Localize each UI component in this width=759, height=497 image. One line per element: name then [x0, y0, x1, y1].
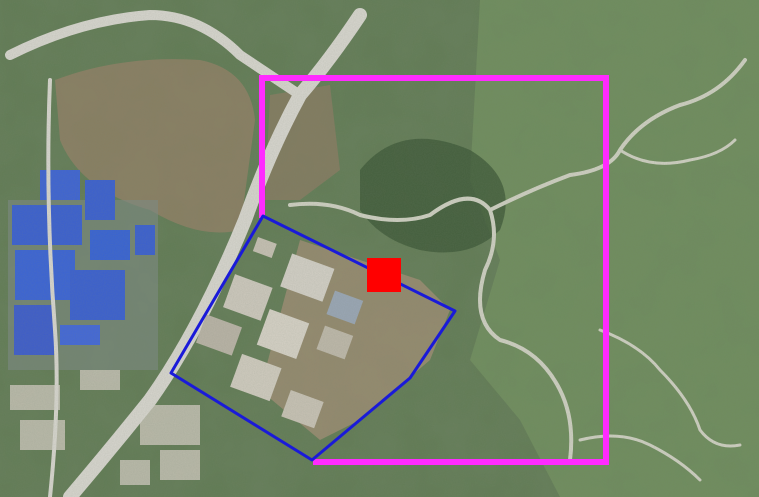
point-marker [367, 258, 401, 292]
study-area-boundary [262, 75, 609, 465]
facility-area-outline [169, 214, 457, 462]
